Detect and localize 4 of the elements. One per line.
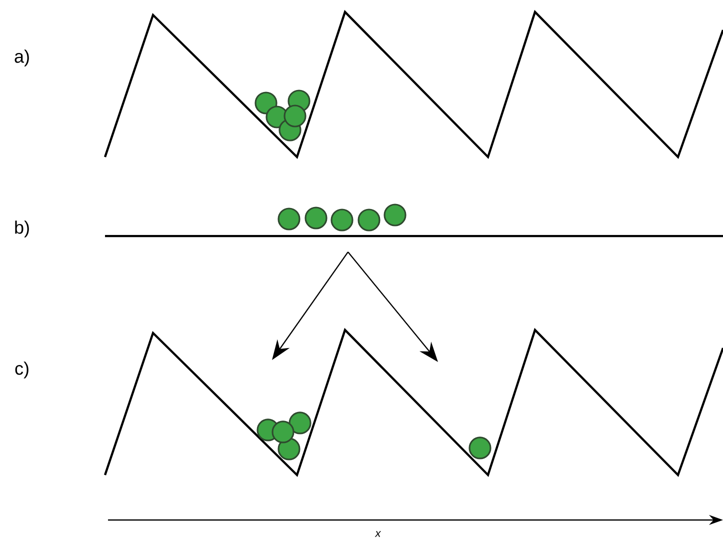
panel-label: c) bbox=[15, 362, 28, 378]
panel-label: b) bbox=[15, 220, 29, 238]
axis-label: x bbox=[374, 531, 382, 537]
panel-label: a) bbox=[14, 50, 29, 66]
